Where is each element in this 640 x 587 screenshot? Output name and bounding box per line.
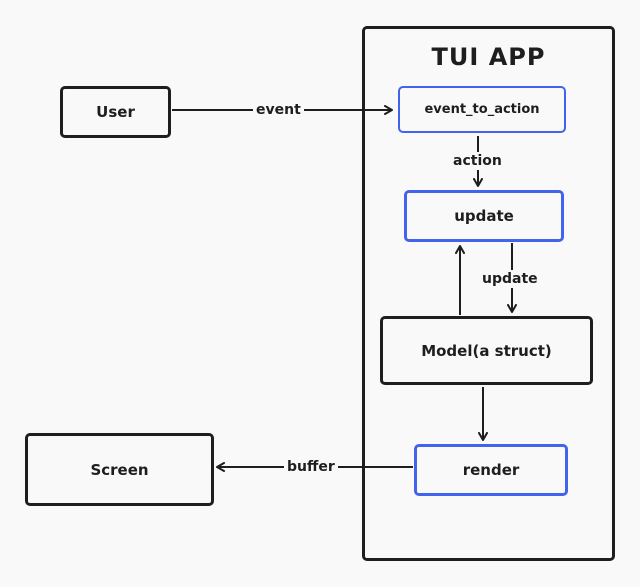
update-node[interactable]: update — [404, 190, 564, 242]
model-node[interactable]: Model(a struct) — [380, 316, 593, 385]
event-to-action-node-label: event_to_action — [424, 102, 540, 117]
edge-label-event: event — [253, 101, 304, 119]
edge-label-update: update — [479, 270, 541, 288]
user-node[interactable]: User — [60, 86, 171, 138]
user-node-label: User — [96, 103, 135, 121]
edge-label-buffer: buffer — [284, 458, 338, 476]
render-node[interactable]: render — [414, 444, 568, 496]
edge-label-action: action — [450, 152, 505, 170]
tui-app-title: TUI APP — [431, 43, 546, 71]
update-node-label: update — [454, 207, 514, 225]
screen-node-label: Screen — [90, 460, 149, 479]
model-node-label: Model(a struct) — [421, 341, 552, 360]
tui-app-container: TUI APP — [362, 26, 615, 561]
screen-node[interactable]: Screen — [25, 433, 214, 506]
event-to-action-node[interactable]: event_to_action — [398, 86, 566, 133]
render-node-label: render — [462, 461, 520, 479]
